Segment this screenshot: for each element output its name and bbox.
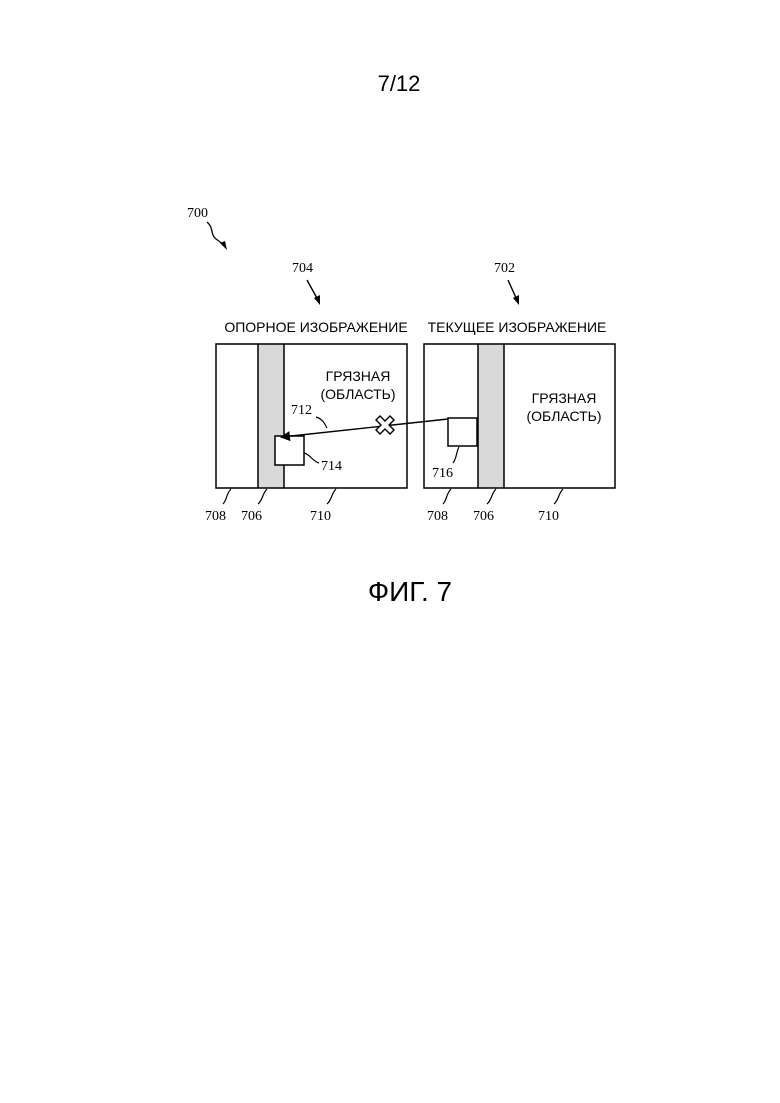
figure-ref-label: 700 xyxy=(187,206,208,221)
ref-left-region-leader xyxy=(223,489,231,504)
cur-refreshed-band xyxy=(478,344,504,488)
ref-refreshed-band xyxy=(258,344,284,488)
page-number: 7/12 xyxy=(378,71,421,96)
motion-vector-ref-leader xyxy=(316,417,327,428)
current-block xyxy=(448,418,477,446)
ref-band-region-leader xyxy=(258,489,267,504)
reference-block xyxy=(275,436,304,465)
current-picture-title: ТЕКУЩЕЕ ИЗОБРАЖЕНИЕ xyxy=(428,319,607,335)
figure-caption: ФИГ. 7 xyxy=(368,576,452,607)
cur-picture-ref-label: 702 xyxy=(494,261,515,276)
cur-band-region-label: 706 xyxy=(473,509,494,524)
current-block-ref-label: 716 xyxy=(432,466,453,481)
ref-right-region-leader xyxy=(327,489,336,504)
cur-left-region-leader xyxy=(443,489,451,504)
ref-picture-ref-arrowhead xyxy=(314,295,320,305)
cur-picture-ref-arrowhead xyxy=(513,295,519,305)
cur-dirty-label-line1: ГРЯЗНАЯ xyxy=(532,390,597,406)
ref-right-region-label: 710 xyxy=(310,509,331,524)
motion-vector-arrow xyxy=(282,419,448,437)
cur-right-region-label: 710 xyxy=(538,509,559,524)
cur-dirty-label-line2: (ОБЛАСТЬ) xyxy=(526,408,601,424)
current-block-ref-leader xyxy=(453,447,459,463)
cur-band-region-leader xyxy=(487,489,496,504)
figure-ref-leader xyxy=(207,222,224,246)
ref-left-region-label: 708 xyxy=(205,509,226,524)
motion-vector-ref-label: 712 xyxy=(291,403,312,418)
reference-block-ref-label: 714 xyxy=(321,459,342,474)
cur-right-region-leader xyxy=(554,489,563,504)
ref-dirty-label-line2: (ОБЛАСТЬ) xyxy=(320,386,395,402)
cur-left-region-label: 708 xyxy=(427,509,448,524)
ref-picture-ref-label: 704 xyxy=(292,261,313,276)
reference-block-ref-leader xyxy=(304,453,319,463)
ref-dirty-label-line1: ГРЯЗНАЯ xyxy=(326,368,391,384)
reference-picture-title: ОПОРНОЕ ИЗОБРАЖЕНИЕ xyxy=(224,319,407,335)
ref-band-region-label: 706 xyxy=(241,509,262,524)
